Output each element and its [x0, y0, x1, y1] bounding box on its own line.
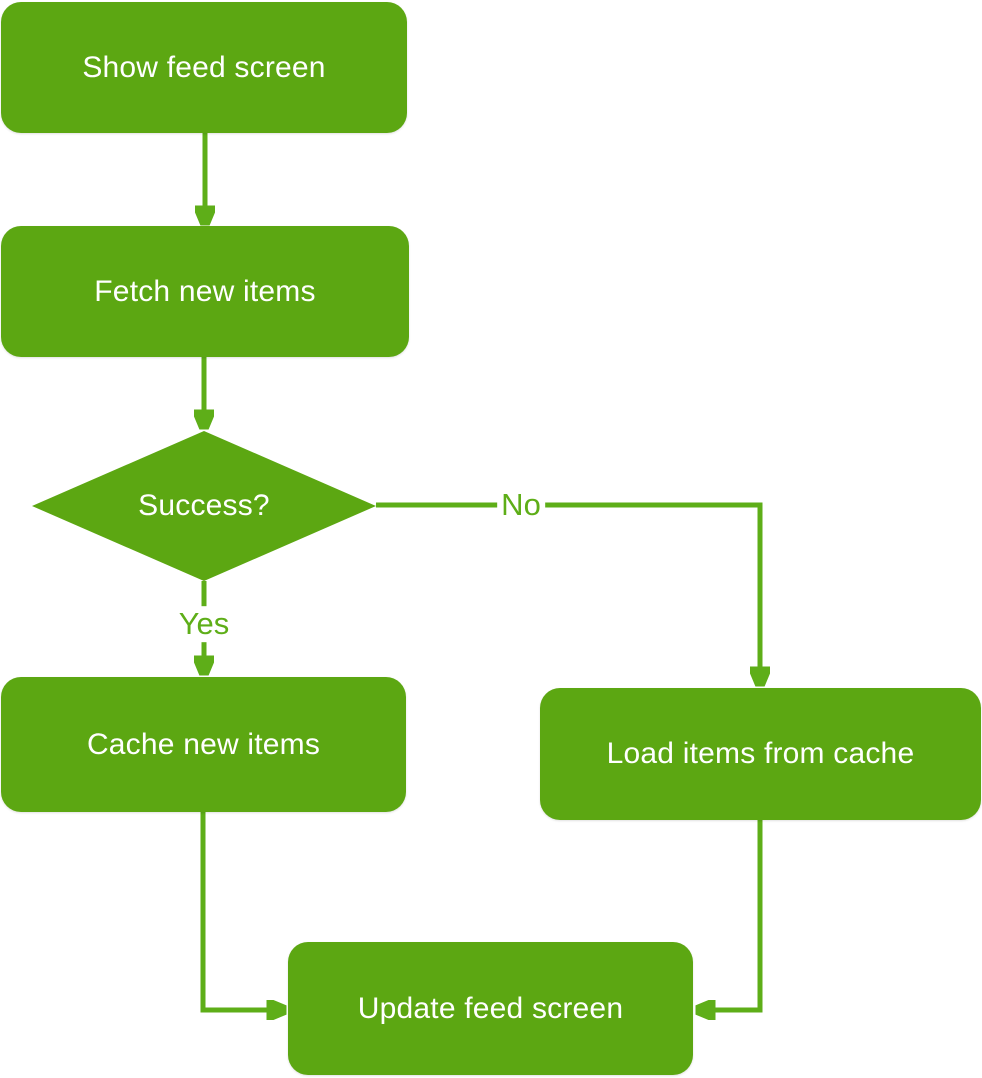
- edge-success-to-load-no: [376, 502, 760, 685]
- node-label: Load items from cache: [606, 737, 915, 770]
- node-show-feed-screen: Show feed screen: [1, 2, 407, 133]
- node-success-decision: Success?: [32, 431, 376, 581]
- edge-cache-to-update: [200, 812, 285, 1010]
- node-label: Success?: [138, 489, 270, 522]
- diamond-shape: [32, 431, 376, 581]
- node-label: Update feed screen: [357, 991, 624, 1025]
- edge-label-no: No: [497, 487, 545, 523]
- node-fetch-new-items: Fetch new items: [1, 226, 409, 357]
- node-label: Show feed screen: [82, 50, 326, 84]
- node-label: Fetch new items: [94, 274, 316, 308]
- edge-label-yes: Yes: [174, 606, 234, 642]
- node-cache-new-items: Cache new items: [1, 677, 406, 812]
- node-load-items-from-cache: Load items from cache: [540, 688, 981, 820]
- node-label: Cache new items: [86, 727, 321, 761]
- edge-load-to-update: [697, 820, 763, 1010]
- node-update-feed-screen: Update feed screen: [288, 942, 693, 1075]
